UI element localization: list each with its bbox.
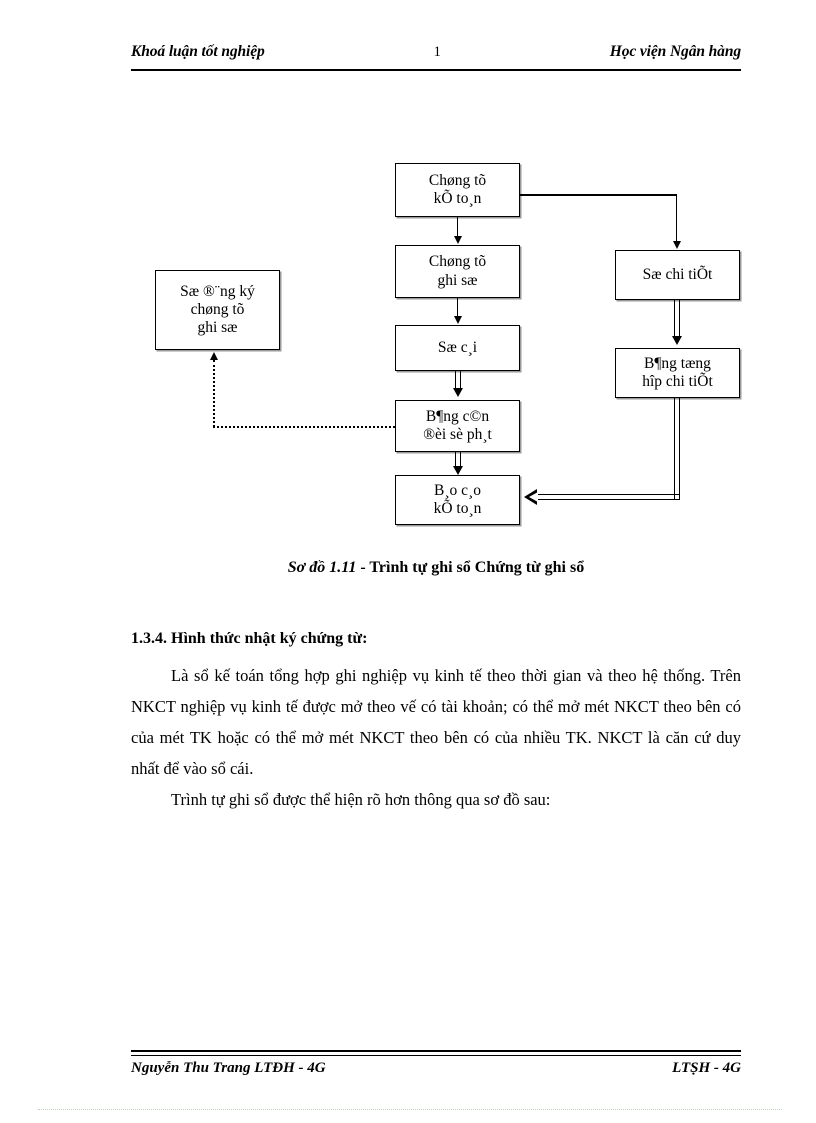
section-heading: 1.3.4. Hình thức nhật ký chứng từ: bbox=[131, 630, 368, 647]
node-so-cai-line1: Sæ c¸i bbox=[437, 338, 478, 356]
figure-caption-text: - Trình tự ghi sổ Chứng từ ghi sổ bbox=[356, 559, 585, 576]
connector-bangtonghop-to-baocao-horizontal bbox=[538, 494, 679, 500]
header-divider-rule bbox=[131, 69, 741, 71]
connector-chungtu-to-ghiso-line bbox=[456, 217, 459, 237]
connector-socai-to-bangcan-line bbox=[454, 371, 461, 389]
node-bang-can-doi-so-phat: B¶ng c©n ®èi sè ph¸t bbox=[395, 400, 520, 452]
node-bang-can-doi-line1: B¶ng c©n bbox=[425, 407, 490, 425]
connector-bangcan-to-baocao-line bbox=[454, 452, 461, 467]
arrowhead-ghiso-to-socai bbox=[453, 316, 462, 324]
node-bang-can-doi-line2: ®èi sè ph¸t bbox=[423, 426, 492, 443]
arrowhead-chungtu-to-ghiso bbox=[453, 236, 462, 244]
footer-left-text: Nguyễn Thu Trang LTĐH - 4G bbox=[131, 1060, 326, 1076]
node-chung-tu-ghi-so: Chøng tõ ghi sæ bbox=[395, 245, 520, 298]
node-so-dang-ky-line2: chøng tõ bbox=[190, 300, 245, 318]
node-bao-cao-ke-toan-line1: B¸o c¸o bbox=[434, 481, 481, 499]
header-left-title: Khoá luận tốt nghiệp bbox=[131, 43, 265, 60]
connector-ghiso-to-socai-line bbox=[456, 298, 459, 317]
flowchart-diagram: Chøng tõ kÕ to¸n Chøng tõ ghi sæ Sæ c¸i … bbox=[0, 0, 816, 560]
connector-chungtu-to-sochitiet-vertical bbox=[675, 194, 678, 242]
node-bang-tong-hop-line1: B¶ng tæng bbox=[644, 354, 711, 372]
node-chung-tu-ghi-so-line1: Chøng tõ bbox=[428, 253, 487, 271]
footer-divider-rule-thick bbox=[131, 1050, 741, 1052]
node-so-dang-ky-line1: Sæ ®¨ng ký bbox=[180, 282, 255, 300]
node-bao-cao-ke-toan: B¸o c¸o kÕ to¸n bbox=[395, 475, 520, 525]
footer-right-text: LTṢH - 4G bbox=[672, 1060, 741, 1076]
figure-caption-label: Sơ đồ 1.11 bbox=[287, 559, 357, 576]
page-bottom-edge-marker bbox=[38, 1109, 782, 1110]
node-so-dang-ky-chung-tu-ghi-so: Sæ ®¨ng ký chøng tõ ghi sæ bbox=[155, 270, 280, 350]
node-bang-tong-hop-line2: hîp chi tiÕt bbox=[642, 373, 713, 390]
footer-divider-rule-thin bbox=[131, 1055, 741, 1056]
node-chung-tu-ghi-so-line2: ghi sæ bbox=[437, 271, 478, 289]
arrowhead-bangtonghop-to-baocao bbox=[524, 489, 538, 505]
body-paragraph-2: Trình tự ghi sổ được thể hiện rõ hơn thô… bbox=[171, 790, 551, 809]
node-so-chi-tiet-line1: Sæ chi tiÕt bbox=[642, 265, 713, 283]
arrowhead-chungtu-to-sochitiet bbox=[672, 241, 681, 249]
node-chung-tu-ke-toan-line2: kÕ to¸n bbox=[433, 190, 482, 207]
figure-caption: Sơ đồ 1.11 - Trình tự ghi sổ Chứng từ gh… bbox=[131, 559, 741, 577]
connector-chungtu-to-sochitiet-horizontal bbox=[520, 194, 677, 196]
node-bao-cao-ke-toan-line2: kÕ to¸n bbox=[433, 500, 482, 517]
arrowhead-socai-to-bangcan bbox=[452, 388, 463, 397]
node-bang-tong-hop-chi-tiet: B¶ng tæng hîp chi tiÕt bbox=[615, 348, 740, 398]
body-paragraph-1: Là sổ kế toán tổng hợp ghi nghiệp vụ kin… bbox=[131, 666, 741, 778]
node-so-cai: Sæ c¸i bbox=[395, 325, 520, 371]
arrowhead-bangcan-to-baocao bbox=[452, 466, 463, 475]
header-page-number: 1 bbox=[433, 44, 441, 60]
page-header: Khoá luận tốt nghiệp 1 Học viện Ngân hàn… bbox=[131, 43, 741, 65]
page-footer: Nguyễn Thu Trang LTĐH - 4G LTṢH - 4G bbox=[131, 1060, 741, 1077]
header-right-title: Học viện Ngân hàng bbox=[609, 43, 741, 60]
arrowhead-bangcan-to-sodangky bbox=[210, 352, 218, 360]
node-so-chi-tiet: Sæ chi tiÕt bbox=[615, 250, 740, 300]
node-chung-tu-ke-toan: Chøng tõ kÕ to¸n bbox=[395, 163, 520, 217]
connector-sochitiet-to-bangtonghop-line bbox=[673, 300, 680, 337]
arrowhead-sochitiet-to-bangtonghop bbox=[671, 336, 682, 345]
node-chung-tu-ke-toan-line1: Chøng tõ bbox=[428, 171, 487, 189]
connector-bangcan-to-sodangky-horizontal bbox=[213, 426, 395, 428]
node-so-dang-ky-line3: ghi sæ bbox=[197, 319, 238, 337]
connector-bangtonghop-to-baocao-vertical bbox=[673, 398, 680, 500]
connector-bangcan-to-sodangky-vertical bbox=[213, 360, 215, 427]
